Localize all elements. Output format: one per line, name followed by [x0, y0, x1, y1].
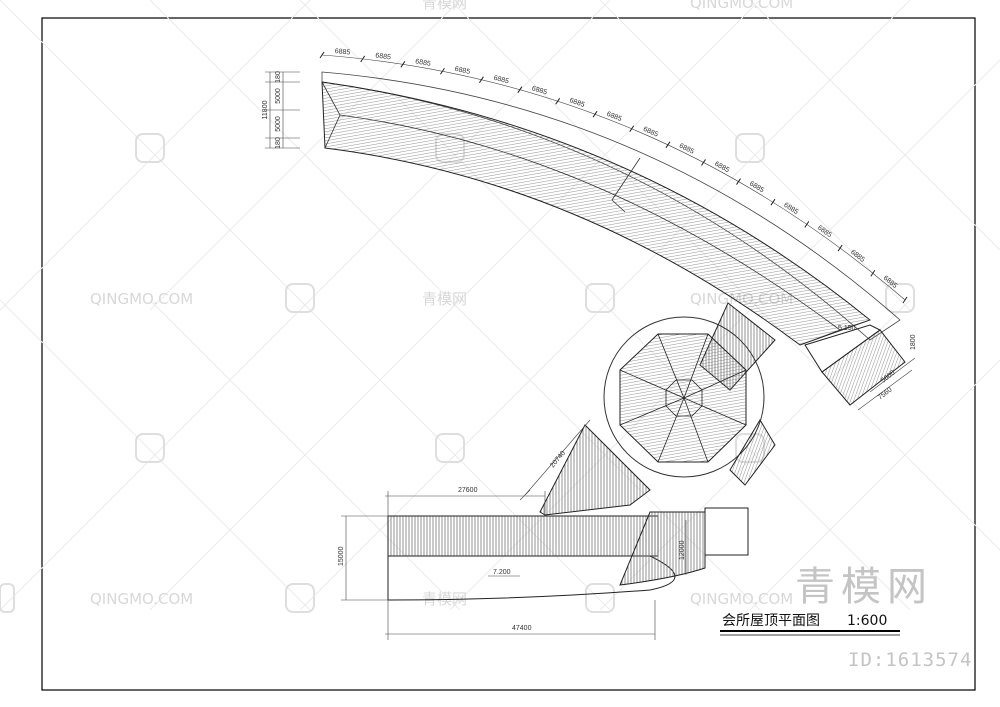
watermark-en: QINGMO.COM	[690, 590, 793, 608]
pavilion-ridges	[619, 333, 747, 463]
watermark-en: QINGMO.COM	[90, 590, 193, 608]
brand-watermark: 青模网	[795, 564, 933, 610]
arc-dim-tick	[440, 67, 445, 75]
arc-dim-tick	[665, 141, 671, 149]
arc-dim-tick	[870, 269, 876, 277]
curved-roof-hip-mid	[611, 157, 641, 213]
stair-dim-1: 1800	[910, 334, 917, 350]
dim-left-a: 5000	[275, 88, 282, 104]
corridor-dim	[519, 419, 591, 501]
arc-dim-label: 6885	[454, 66, 471, 76]
watermark-cn: 青模网	[422, 590, 467, 608]
corridor-lower	[539, 424, 651, 516]
dim-left-b: 5000	[275, 116, 282, 132]
dim-height-left: 15000	[338, 546, 345, 566]
arc-dim-tick	[770, 198, 776, 206]
curved-roof-hip-left	[321, 81, 341, 149]
arc-dim-label: 6885	[849, 249, 866, 264]
drawing-frame	[41, 17, 976, 691]
arc-dim-tick	[804, 221, 810, 228]
dim-bottom: 47400	[512, 625, 532, 632]
right-landing	[804, 324, 881, 373]
arc-dim-tick	[360, 55, 366, 63]
stair-dim-3: 7560	[877, 386, 894, 401]
arc-dim-tick	[902, 296, 908, 304]
arc-dim-tick	[555, 97, 561, 105]
arc-dim-tick	[629, 125, 635, 133]
arc-dim-tick	[319, 51, 325, 59]
watermark-en: QINGMO.COM	[690, 0, 793, 12]
drawing-scale: 1:600	[847, 613, 887, 629]
arc-dim-label: 6885	[375, 52, 391, 61]
dim-stair-right: 12000	[679, 540, 686, 560]
arc-dim-label: 6885	[531, 85, 548, 96]
dim-left-c: 180	[275, 71, 282, 83]
arc-dim-tick	[592, 110, 598, 118]
elev-arc-end: 5.150	[838, 325, 856, 332]
bottom-annex	[704, 507, 749, 556]
watermark-cn: 青模网	[422, 0, 467, 12]
left-dimension	[265, 71, 300, 149]
pavilion-circle	[603, 316, 765, 478]
watermark-en: QINGMO.COM	[90, 290, 193, 308]
arc-dim-label: 6885	[493, 75, 510, 86]
curved-roof-hip-right	[799, 319, 871, 346]
arc-dim-label: 6885	[415, 58, 432, 68]
curved-roof-ridge	[339, 114, 841, 331]
right-stair	[821, 329, 906, 406]
arc-dim-tick	[517, 86, 523, 93]
curved-roof	[321, 81, 872, 346]
bottom-stair	[619, 511, 706, 586]
arc-dim-label: 6885	[568, 97, 585, 109]
arc-dim-tick	[701, 159, 706, 166]
right-stair-dims	[857, 357, 916, 411]
bottom-roof	[387, 515, 659, 557]
bottom-dims	[341, 491, 687, 640]
dim-left-d: 180	[275, 137, 282, 149]
dim-top: 27600	[458, 487, 478, 494]
arc-dim-tick	[479, 76, 484, 83]
drawing-title: 会所屋顶平面图	[722, 613, 820, 629]
image-id: ID:1613574	[848, 649, 972, 671]
pavilion-inner-octagon	[665, 379, 703, 417]
side-annex	[729, 419, 776, 486]
watermark-cn: 青模网	[422, 290, 467, 308]
arc-dim-label: 6885	[334, 48, 350, 56]
arc-dim-tick	[736, 178, 741, 185]
arc-dim-tick	[837, 244, 843, 252]
arc-dim-tick	[400, 61, 406, 68]
dim-left-total: 11800	[262, 100, 269, 119]
elev-bottom: 7.200	[493, 569, 511, 576]
